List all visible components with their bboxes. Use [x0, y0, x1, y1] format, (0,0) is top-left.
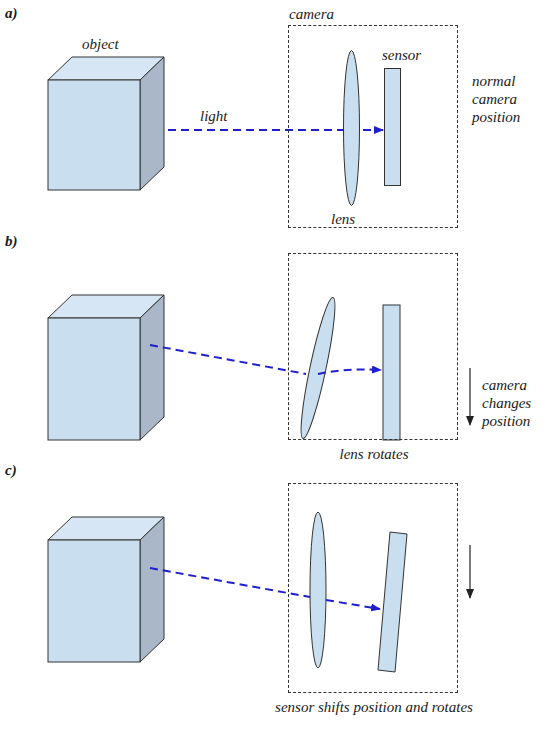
lens-shape [344, 51, 360, 206]
sensor-b [383, 305, 400, 440]
object-cube [48, 295, 164, 440]
camera-label: camera [289, 5, 379, 23]
position-note: camera changes position [482, 376, 552, 430]
light-ray-c-inner [326, 600, 380, 609]
caption-label: sensor shifts position and rotates [234, 698, 514, 716]
lens: lens [343, 50, 360, 206]
sensor-label: sensor [382, 46, 452, 64]
object-node: object [48, 57, 164, 190]
move-arrow [469, 545, 470, 598]
light-ray-b [150, 345, 306, 374]
rotated-sensor [378, 532, 407, 672]
object-cube [48, 517, 164, 662]
camera-box: sensor shifts position and rotates [288, 483, 458, 693]
light-ray-b-refracted [318, 370, 381, 375]
sensor: sensor [384, 68, 401, 186]
camera-box: lens rotates [288, 253, 458, 440]
object-label: object [82, 35, 162, 53]
panel-letter: b) [5, 232, 45, 250]
panel-letter: c) [5, 461, 45, 479]
position-note: normal camera position [472, 72, 552, 126]
move-arrow [469, 368, 470, 425]
panel-letter: a) [5, 4, 45, 22]
caption-label: lens rotates [269, 445, 479, 463]
light-ray-c [150, 568, 310, 597]
object-cube [48, 57, 164, 190]
rotated-lens [295, 296, 341, 440]
lens-c [310, 512, 326, 668]
camera-box: cameralenssensor [288, 25, 458, 228]
ray-label: light [200, 107, 228, 125]
lens-label: lens [331, 210, 381, 228]
lens-outline [343, 50, 360, 206]
